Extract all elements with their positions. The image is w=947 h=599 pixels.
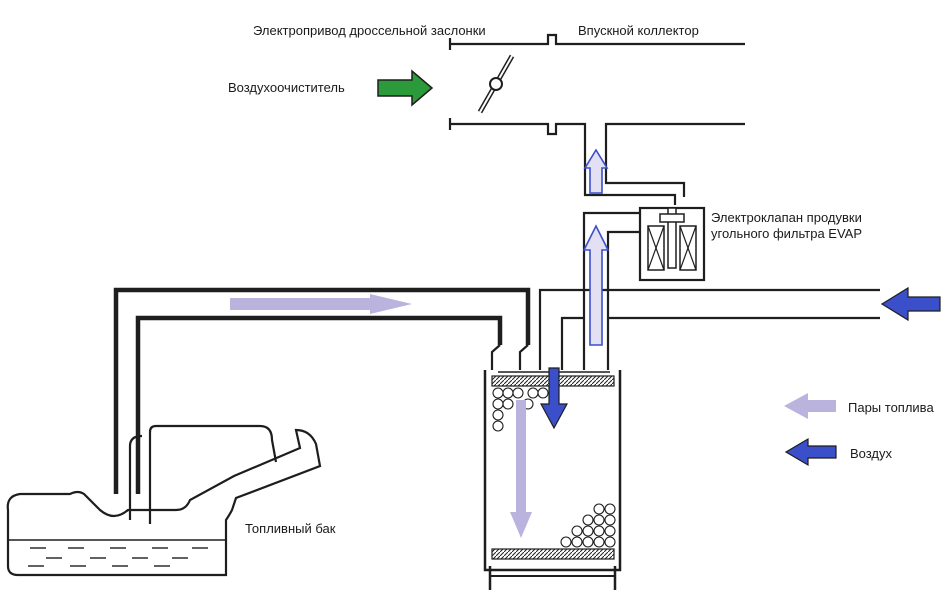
- label-purge-valve-line1: Электроклапан продувки: [711, 210, 862, 225]
- legend-label-fuel-vapor: Пары топлива: [848, 400, 934, 415]
- air-arrow-down-canister: [539, 367, 569, 430]
- throttle-plate: [477, 54, 515, 114]
- purge-solenoid-valve: [638, 206, 706, 282]
- charcoal-granules: [492, 387, 616, 548]
- legend-air-arrow: [784, 437, 837, 467]
- vapor-line: [113, 287, 531, 494]
- air-arrow-inlet: [880, 286, 941, 322]
- label-air-cleaner: Воздухоочиститель: [228, 80, 345, 95]
- label-throttle-actuator: Электропривод дроссельной заслонки: [253, 23, 486, 38]
- fuel-level-lines: [28, 547, 208, 567]
- legend-vapor-arrow: [784, 393, 836, 419]
- label-purge-valve-line2: угольного фильтра EVAP: [711, 226, 863, 241]
- vapor-arrow-up-upper: [583, 148, 609, 194]
- air-cleaner-arrow: [377, 69, 434, 107]
- vapor-arrow-down-canister: [510, 400, 532, 538]
- vapor-arrow-up-lower: [582, 224, 610, 346]
- legend: [784, 393, 837, 467]
- label-intake-manifold: Впускной коллектор: [578, 23, 699, 38]
- label-purge-valve: Электроклапан продувки угольного фильтра…: [711, 210, 862, 242]
- purge-to-manifold-pipe: [583, 140, 686, 205]
- label-fuel-tank: Топливный бак: [245, 521, 336, 536]
- fresh-air-line: [538, 288, 880, 370]
- vapor-arrow-pipe: [230, 294, 412, 314]
- fuel-tank: [6, 424, 322, 577]
- legend-label-air: Воздух: [850, 446, 893, 461]
- intake-manifold: [448, 33, 745, 140]
